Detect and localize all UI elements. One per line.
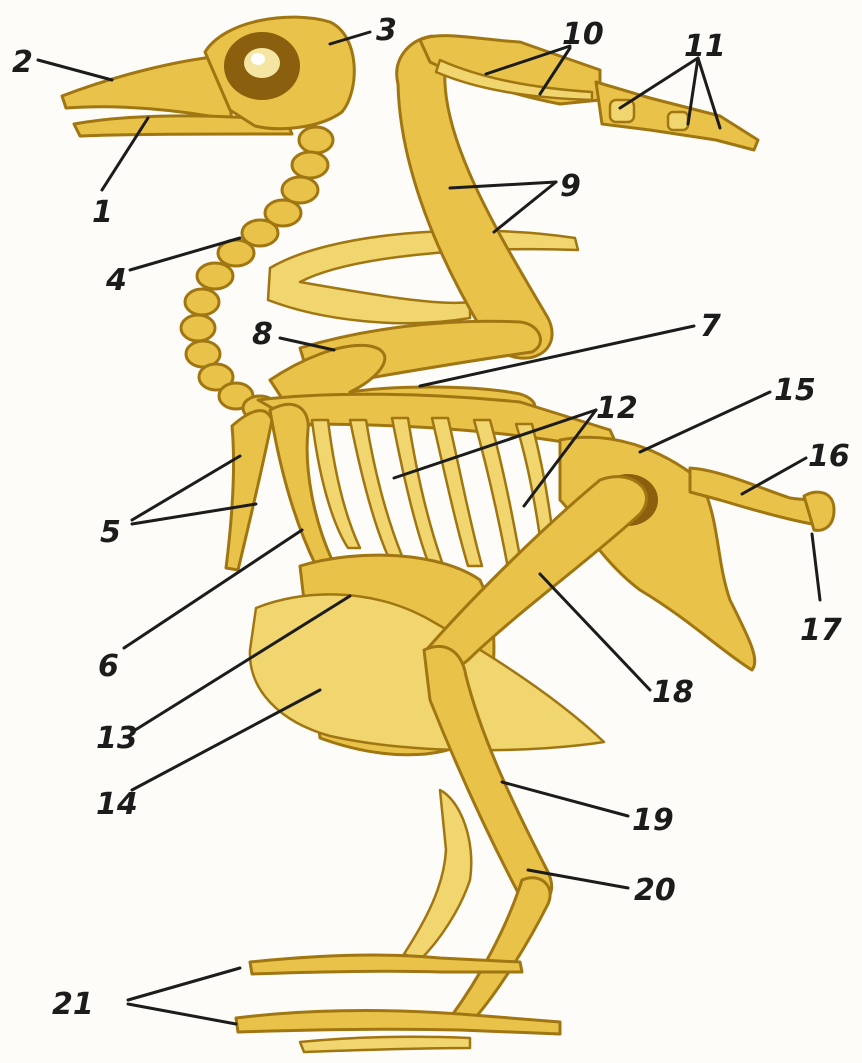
label-8: 8 — [252, 317, 273, 352]
label-18: 18 — [652, 675, 694, 710]
label-10: 10 — [562, 17, 604, 52]
label-11: 11 — [684, 29, 726, 64]
skull — [62, 17, 354, 136]
label-15: 15 — [774, 373, 816, 408]
label-21: 21 — [52, 987, 94, 1022]
skeleton-illustration — [62, 17, 834, 1052]
label-3: 3 — [376, 13, 397, 48]
tarsometatarsus — [450, 878, 550, 1024]
label-1: 1 — [92, 195, 113, 230]
label-14: 14 — [96, 787, 138, 822]
furcula — [226, 411, 272, 570]
label-7: 7 — [700, 309, 721, 344]
label-19: 19 — [632, 803, 674, 838]
label-17: 17 — [800, 613, 842, 648]
back-leg — [404, 790, 471, 960]
label-20: 20 — [634, 873, 676, 908]
label-4: 4 — [105, 263, 127, 298]
upper-beak — [62, 56, 232, 120]
label-6: 6 — [98, 649, 119, 684]
label-12: 12 — [596, 391, 638, 426]
label-9: 9 — [560, 169, 581, 204]
label-2: 2 — [12, 45, 33, 80]
label-16: 16 — [808, 439, 850, 474]
label-13: 13 — [96, 721, 138, 756]
label-5: 5 — [100, 515, 121, 550]
toes — [236, 955, 560, 1052]
ribs — [312, 418, 556, 568]
